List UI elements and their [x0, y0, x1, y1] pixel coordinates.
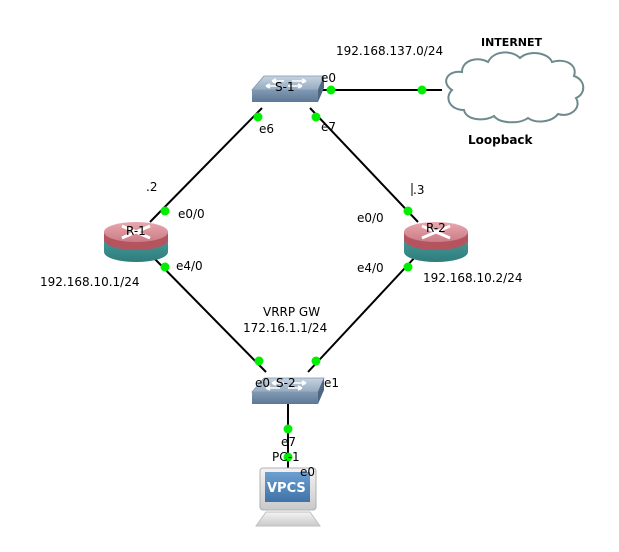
- port-status-r2-e00[interactable]: [403, 206, 413, 216]
- port-label-r1-e00: e0/0: [178, 207, 205, 221]
- link-r2-s2[interactable]: [307, 253, 419, 373]
- router-arrows-icon: [121, 224, 151, 240]
- link-s1-r1[interactable]: [149, 107, 263, 223]
- cloud-sublabel: Loopback: [468, 133, 533, 147]
- port-label-s1-e0: e0: [321, 71, 337, 85]
- port-label-r2-e40: e4/0: [357, 261, 384, 275]
- r2-host-label: .3: [413, 183, 425, 197]
- port-label-s2-e1: e1: [324, 376, 340, 390]
- pc1-label[interactable]: PC-1: [272, 450, 300, 464]
- switch-s1[interactable]: [251, 75, 325, 102]
- port-label-s2-e7: e7: [281, 435, 297, 449]
- r1-host-label: .2: [146, 180, 158, 194]
- port-status-s1-e7[interactable]: [311, 112, 321, 122]
- router-r1-label[interactable]: R-1: [126, 224, 146, 238]
- port-status-r1-e40[interactable]: [160, 262, 170, 272]
- internet-cloud-label: INTERNET: [481, 36, 543, 49]
- port-status-s2-e0[interactable]: [254, 356, 264, 366]
- port-label-pc1-e0: e0: [300, 465, 316, 479]
- switch-s2-label[interactable]: S-2: [276, 376, 296, 390]
- port-status-internet[interactable]: [417, 85, 427, 95]
- pc-screen-text: VPCS: [267, 481, 306, 496]
- switch-arrows-icon: [265, 380, 307, 391]
- internet-cloud[interactable]: [445, 51, 585, 124]
- port-label-s1-e6: e6: [259, 122, 275, 136]
- internet-subnet-label: 192.168.137.0/24: [336, 44, 444, 58]
- pc-screen: [265, 472, 310, 502]
- port-label-s1-e7: e7: [321, 120, 337, 134]
- vrrp-title-label: VRRP GW: [263, 305, 321, 319]
- port-label-s2-e0: e0: [255, 376, 271, 390]
- port-label-r1-e40: e4/0: [176, 259, 203, 273]
- switch-s2[interactable]: [251, 377, 325, 404]
- port-dots: [160, 85, 427, 462]
- vrrp-ip-label: 172.16.1.1/24: [243, 321, 328, 335]
- router-r1[interactable]: [104, 222, 168, 262]
- router-r2[interactable]: [404, 222, 468, 262]
- router-r2-label[interactable]: R-2: [426, 221, 446, 235]
- router-arrows-icon: [421, 224, 451, 240]
- r1-lan-ip-label: 192.168.10.1/24: [40, 275, 140, 289]
- port-status-r2-e40[interactable]: [403, 262, 413, 272]
- port-status-s1-e6[interactable]: [253, 112, 263, 122]
- pc-vpcs1[interactable]: [255, 467, 321, 527]
- switch-s1-label[interactable]: S-1: [275, 80, 295, 94]
- links: [149, 89, 442, 470]
- port-status-s2-e7[interactable]: [283, 424, 293, 434]
- switch-arrows-icon: [265, 78, 307, 89]
- port-status-pc1-e0[interactable]: [283, 452, 293, 462]
- port-status-r1-e00[interactable]: [160, 206, 170, 216]
- r2-lan-ip-label: 192.168.10.2/24: [423, 271, 523, 285]
- link-s1-r2[interactable]: [309, 107, 419, 223]
- port-label-r2-e00: e0/0: [357, 211, 384, 225]
- port-status-s1-e0[interactable]: [326, 85, 336, 95]
- port-status-s2-e1[interactable]: [311, 356, 321, 366]
- cloud-icon: [445, 51, 585, 124]
- link-r1-s2[interactable]: [149, 253, 267, 373]
